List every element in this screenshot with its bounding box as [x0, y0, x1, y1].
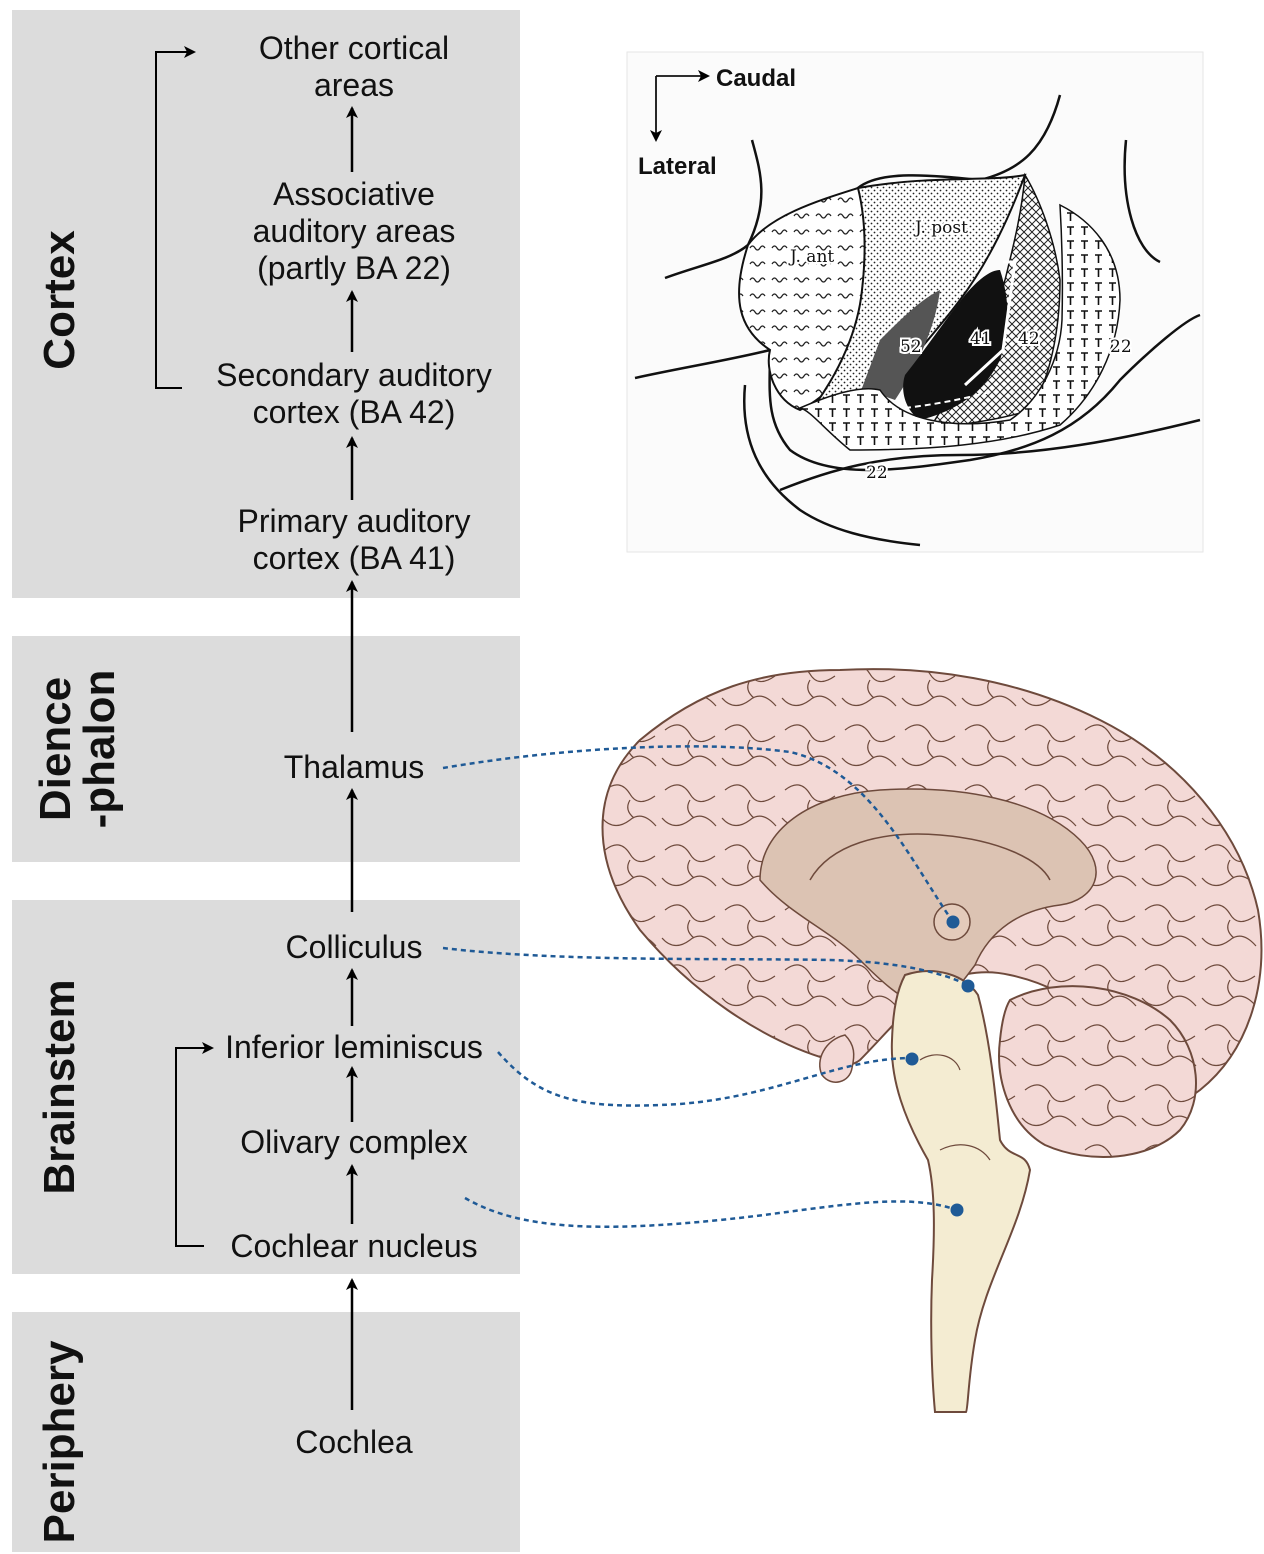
brainstem-bypass-bracket — [176, 1048, 212, 1246]
map-label-52: 52 — [900, 337, 922, 357]
map-axis-lateral: Lateral — [638, 153, 717, 180]
connector-cochlear-nucleus — [465, 1198, 957, 1227]
dot-colliculus — [962, 980, 975, 993]
map-label-41: 41 — [970, 329, 992, 349]
brain-sagittal-illustration — [603, 669, 1262, 1412]
dot-thalamus — [947, 916, 960, 929]
cortex-bypass-bracket — [156, 52, 194, 388]
map-axis-caudal: Caudal — [716, 65, 796, 92]
dot-inferior-leminiscus — [906, 1053, 919, 1066]
brodmann-map-illustration: Caudal Lateral J. ant J. post 52 — [627, 52, 1203, 552]
map-label-22-right: 22 — [1110, 337, 1132, 357]
map-label-j-post: J. post — [913, 218, 968, 238]
map-label-j-ant: J. ant — [788, 247, 834, 267]
map-label-22-bottom: 22 — [866, 463, 888, 483]
map-label-42: 42 — [1018, 329, 1040, 349]
dot-cochlear-nucleus — [951, 1204, 964, 1217]
